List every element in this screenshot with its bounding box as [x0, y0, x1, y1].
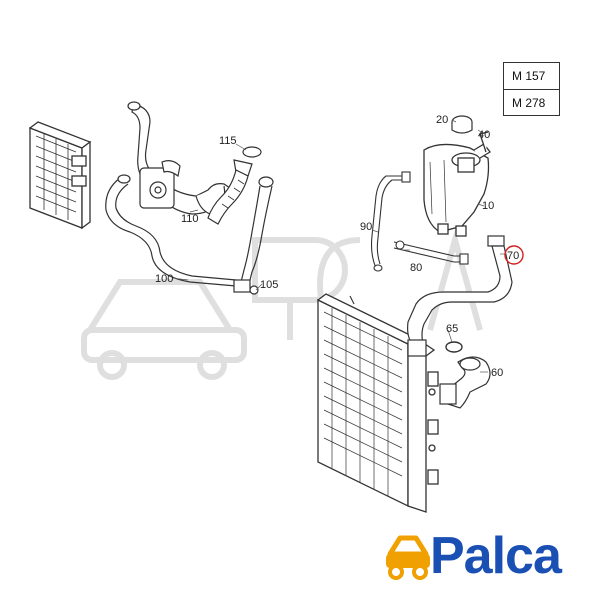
brand-wordmark: Palca [430, 527, 562, 585]
hose-70 [407, 235, 513, 357]
hose-105 [233, 176, 274, 295]
callout-40: 40 [478, 129, 490, 141]
expansion-tank [423, 131, 491, 237]
highlight-ring [504, 245, 524, 265]
callout-70-highlight: 70 [504, 245, 524, 265]
callout-100: 100 [155, 273, 173, 285]
callout-115: 115 [219, 135, 237, 147]
callout-60: 60 [491, 367, 503, 379]
heater-core [28, 121, 92, 230]
hose-115 [207, 146, 262, 225]
callout-65: 65 [446, 323, 458, 335]
radiator [316, 293, 439, 513]
leader-lines [171, 119, 506, 373]
callout-80: 80 [410, 262, 422, 274]
callout-20: 20 [436, 114, 448, 126]
o-ring-65 [445, 341, 463, 353]
callout-110: 110 [181, 213, 199, 225]
callout-105: 105 [260, 279, 278, 291]
callout-10: 10 [482, 200, 494, 212]
hose-60 [439, 356, 491, 409]
hose-90-80 [349, 171, 469, 305]
tank-cap [451, 115, 473, 134]
hose-100 [105, 174, 237, 287]
model-code-table: M 157 M 278 [503, 62, 560, 116]
model-code-1: M 157 [504, 63, 559, 90]
model-code-2: M 278 [512, 96, 546, 110]
callout-70: 70 [507, 250, 519, 262]
hose-110 [127, 101, 231, 215]
palca-logo: Palca [382, 524, 577, 590]
car-icon [386, 535, 430, 580]
callout-90: 90 [360, 221, 372, 233]
